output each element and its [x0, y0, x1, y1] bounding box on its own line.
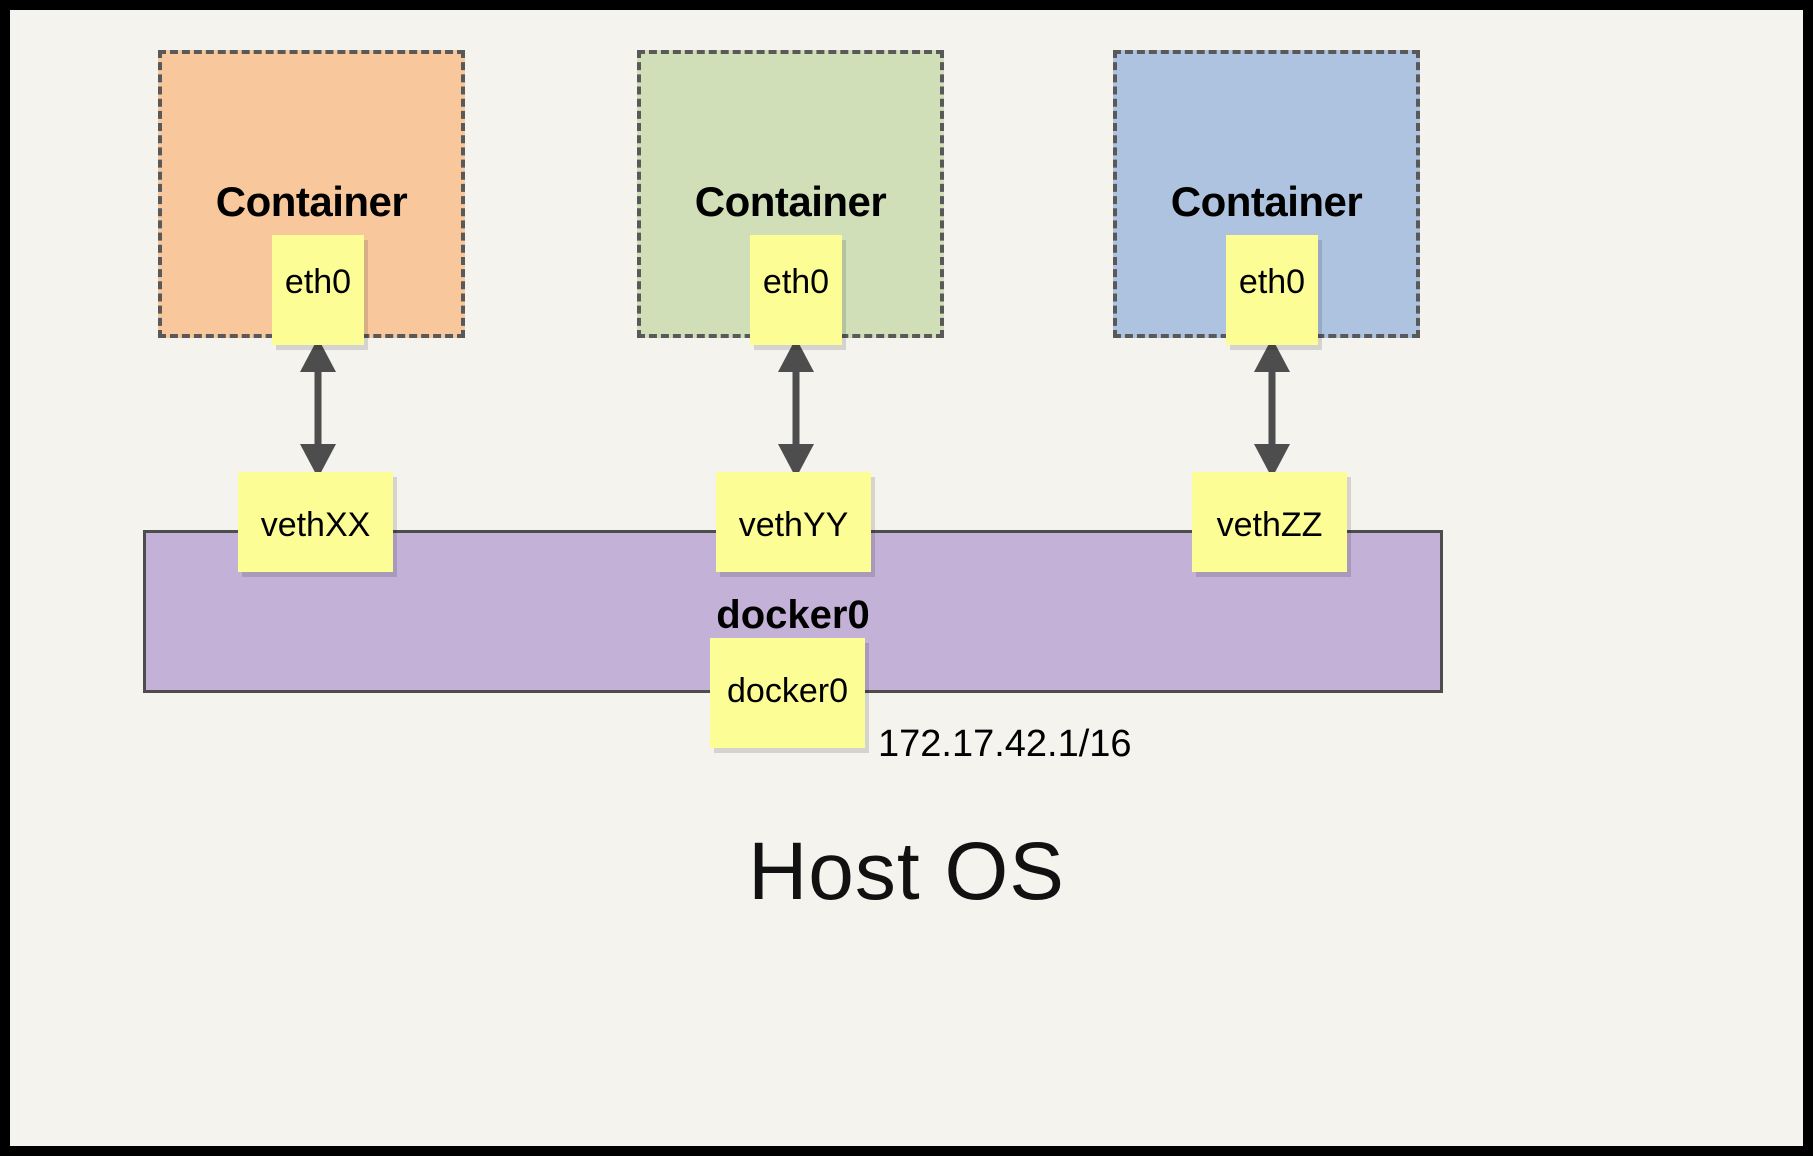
container-eth0-label-2: eth0: [762, 263, 830, 301]
veth-label-2: vethYY: [738, 506, 849, 544]
container-title-2: Container: [694, 178, 887, 225]
veth-label-1: vethXX: [260, 506, 371, 544]
docker0-ip-label: 172.17.42.1/16: [878, 723, 1132, 765]
veth-box-1: vethXX: [238, 472, 393, 572]
arrow-up-down-icon-2: [778, 338, 814, 478]
container-eth0-box-3: eth0: [1226, 235, 1318, 345]
docker0-interface-box: docker0: [710, 638, 865, 748]
arrow-up-down-icon-3: [1254, 338, 1290, 478]
container-eth0-label-3: eth0: [1238, 263, 1306, 301]
container-eth0-box-1: eth0: [272, 235, 364, 345]
container-title-1: Container: [215, 178, 408, 225]
host-os-area: Container eth0 Container eth0 Container …: [10, 10, 1803, 1146]
arrow-up-down-icon-1: [300, 338, 336, 478]
container-eth0-box-2: eth0: [750, 235, 842, 345]
docker0-interface-label: docker0: [727, 672, 848, 710]
container-title-3: Container: [1170, 178, 1363, 225]
veth-label-3: vethZZ: [1216, 506, 1323, 544]
veth-box-3: vethZZ: [1192, 472, 1347, 572]
host-os-label: Host OS: [748, 826, 1065, 917]
container-eth0-label-1: eth0: [284, 263, 352, 301]
veth-box-2: vethYY: [716, 472, 871, 572]
